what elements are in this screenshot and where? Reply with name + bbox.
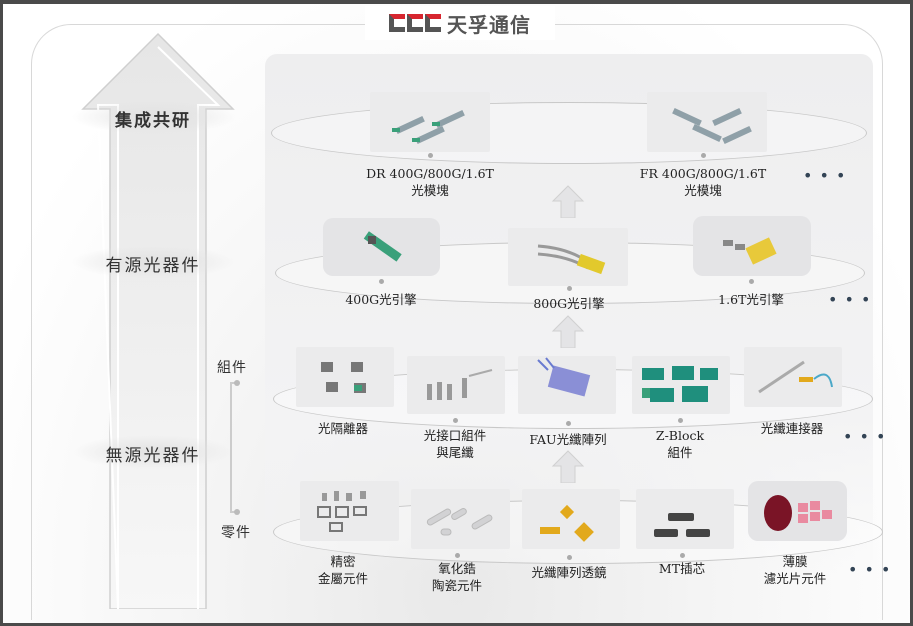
more-ellipsis: • • •	[803, 166, 847, 185]
ring-dot	[567, 555, 572, 560]
product-image-fa-lens	[522, 489, 620, 549]
ring-dot	[680, 553, 685, 558]
label-line: 氧化鋯	[438, 561, 476, 576]
more-ellipsis: • • •	[828, 290, 872, 309]
item-label-fr-module: FR 400G/800G/1.6T 光模塊	[640, 165, 766, 199]
bracket-label-parts: 零件	[221, 525, 251, 541]
item-label-1.6t-engine: 1.6T光引擎	[718, 292, 784, 307]
item-label-isolator: 光隔離器	[317, 421, 369, 436]
item-label-interface-pigtail: 光接口組件與尾纖	[424, 427, 487, 461]
label-line: 精密	[330, 554, 356, 569]
item-label-z-block: Z-Block 組件	[656, 427, 704, 461]
layer-ellipse	[71, 245, 236, 279]
label-line: 光接口組件	[423, 428, 487, 443]
label-line: 濾光片元件	[763, 571, 827, 586]
item-label-fau: FAU光纖陣列	[529, 432, 607, 447]
product-image-fiber-connector	[744, 347, 842, 407]
item-label-dr-module: DR 400G/800G/1.6T 光模塊	[366, 165, 494, 199]
product-image-400g-engine	[323, 218, 440, 276]
layer-label-integrated: 集成共研	[115, 111, 191, 131]
label-line: 陶瓷元件	[431, 578, 483, 593]
label-line: Z-Block	[655, 428, 705, 443]
ring-dot	[379, 279, 384, 284]
product-image-isolator	[296, 347, 394, 407]
ring-dot	[566, 421, 571, 426]
item-label-fiber-connector: 光纖連接器	[760, 421, 824, 436]
item-label-mt-ferrule: MT插芯	[658, 561, 706, 576]
label-line: 組件	[667, 445, 693, 460]
tier-ring-modules	[271, 102, 867, 164]
product-image-thin-film-filter	[748, 481, 847, 541]
product-image-fau	[518, 356, 616, 414]
item-label-metal-parts: 精密金屬元件	[318, 553, 368, 587]
product-image-interface-pigtail	[407, 356, 505, 414]
label-line: 光模塊	[684, 183, 722, 198]
bracket-line	[230, 380, 240, 515]
ring-dot	[701, 153, 706, 158]
product-image-800g-engine	[508, 228, 628, 286]
ring-dot	[749, 279, 754, 284]
label-line: DR 400G/800G/1.6T	[366, 166, 494, 181]
product-image-metal-parts	[300, 481, 399, 541]
product-image-z-block	[632, 356, 730, 414]
product-image-mt-ferrule	[636, 489, 734, 549]
company-logo: 天孚通信	[365, 6, 555, 40]
item-label-fa-lens: 光纖陣列透鏡	[531, 565, 607, 580]
label-line: 金屬元件	[317, 571, 369, 586]
label-line: 與尾纖	[436, 445, 474, 460]
item-label-zirconia-ceramic: 氧化鋯陶瓷元件	[432, 560, 482, 594]
label-line: 薄膜	[782, 554, 808, 569]
item-label-400g-engine: 400G光引擎	[345, 292, 417, 307]
ring-dot	[678, 418, 683, 423]
up-arrow-icon	[551, 450, 585, 483]
layer-label-passive: 無源光器件	[105, 446, 201, 466]
up-arrow-icon	[551, 185, 585, 218]
layer-label-active: 有源光器件	[105, 256, 201, 276]
ring-dot	[567, 286, 572, 291]
ring-dot	[453, 418, 458, 423]
more-ellipsis: • • •	[843, 427, 887, 446]
more-ellipsis: • • •	[848, 560, 892, 579]
label-line: 光模塊	[411, 183, 449, 198]
bracket-label-components: 組件	[217, 360, 247, 376]
product-image-fr-module	[647, 92, 767, 152]
ring-dot	[455, 553, 460, 558]
label-line: FR 400G/800G/1.6T	[639, 166, 767, 181]
layer-ellipse	[71, 100, 236, 134]
item-label-800g-engine: 800G光引擎	[533, 296, 605, 311]
tfc-logo-mark	[389, 14, 441, 32]
layer-ellipse	[71, 435, 236, 469]
logo-text: 天孚通信	[447, 12, 531, 37]
product-image-zirconia-ceramic	[411, 489, 510, 549]
item-label-thin-film-filter: 薄膜濾光片元件	[764, 553, 827, 587]
product-image-dr-module	[370, 92, 490, 152]
up-arrow-icon	[551, 315, 585, 348]
product-image-1.6t-engine	[693, 216, 811, 276]
ring-dot	[428, 153, 433, 158]
